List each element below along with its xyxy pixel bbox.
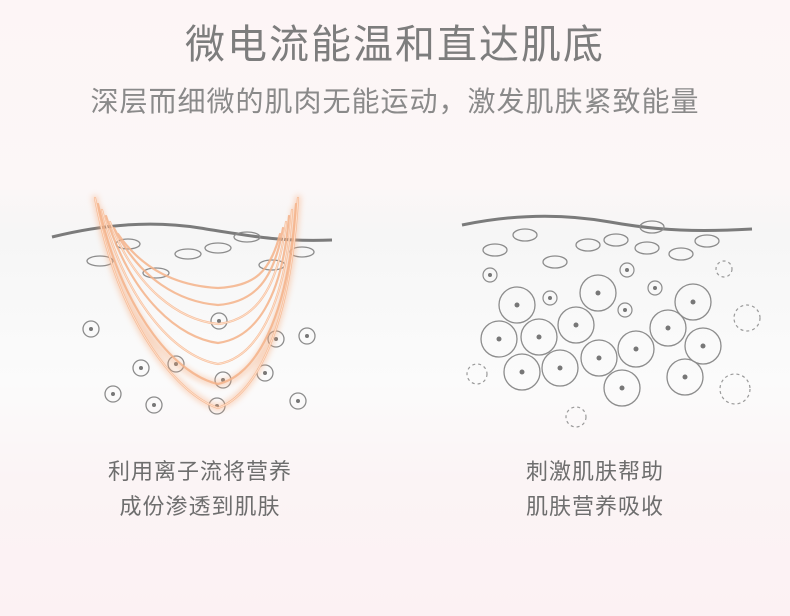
right-caption-line1: 刺激肌肤帮助 (525, 460, 664, 485)
deep-cell (145, 396, 163, 414)
deep-cell (210, 312, 228, 330)
right-diagram (450, 180, 770, 440)
right-caption: 刺激肌肤帮助 肌肤营养吸收 (445, 455, 745, 525)
small-cell (617, 302, 633, 318)
large-cell (557, 306, 595, 344)
large-cell (541, 349, 579, 387)
surface-cell (575, 238, 601, 252)
small-cells (482, 262, 663, 318)
dashed-cell (733, 304, 761, 332)
surface-cell (174, 248, 202, 260)
large-cell (603, 369, 641, 407)
deep-cell (82, 320, 100, 338)
right-caption-line2: 肌肤营养吸收 (525, 495, 664, 520)
surface-cell (142, 267, 170, 279)
large-cell (520, 318, 558, 356)
small-cell (647, 280, 663, 296)
surface-cell (482, 243, 508, 257)
skin-surface-line (461, 214, 753, 233)
surface-cell (603, 233, 629, 247)
surface-cell (512, 228, 538, 242)
micro-current-waves (92, 195, 301, 412)
page-subtitle: 深层而细微的肌肉无能运动，激发肌肤紧致能量 (90, 85, 700, 118)
left-diagram (40, 180, 350, 430)
large-cell (580, 339, 618, 377)
surface-cells (482, 220, 720, 269)
large-cell (579, 274, 617, 312)
surface-cell (694, 234, 720, 248)
left-caption-line2: 成份渗透到肌肤 (119, 495, 281, 520)
surface-cell (668, 247, 694, 261)
surface-cells (86, 231, 315, 279)
dashed-cell (719, 373, 751, 405)
surface-cell (204, 242, 232, 254)
surface-cell (639, 220, 665, 234)
large-cells (480, 274, 722, 407)
deep-cell (104, 385, 122, 403)
large-cell (649, 309, 687, 347)
large-cell (674, 283, 712, 321)
deep-cell (298, 327, 316, 345)
small-cell (619, 262, 635, 278)
micro-current-skin-diagram (51, 195, 333, 415)
dashed-cell (715, 260, 733, 278)
large-cell (498, 286, 536, 324)
large-cell (617, 330, 655, 368)
dashed-cell (565, 406, 587, 428)
small-cell (482, 267, 498, 283)
left-caption-line1: 利用离子流将营养 (107, 460, 292, 485)
left-caption: 利用离子流将营养 成份渗透到肌肤 (50, 455, 350, 525)
stimulated-skin-diagram (461, 214, 761, 428)
page-title: 微电流能温和直达肌底 (185, 22, 605, 68)
small-cell (542, 290, 558, 306)
large-cell (666, 358, 704, 396)
large-cell (480, 320, 518, 358)
deep-cell (289, 392, 307, 410)
large-cell (684, 327, 722, 365)
large-cell (503, 353, 541, 391)
deep-cell (132, 359, 150, 377)
surface-cell (634, 241, 660, 255)
surface-cell (233, 231, 261, 243)
skin-surface-line (51, 222, 333, 242)
dashed-cells (466, 260, 761, 428)
deep-cells (82, 312, 316, 415)
dashed-cell (466, 363, 488, 385)
surface-cell (542, 255, 568, 269)
